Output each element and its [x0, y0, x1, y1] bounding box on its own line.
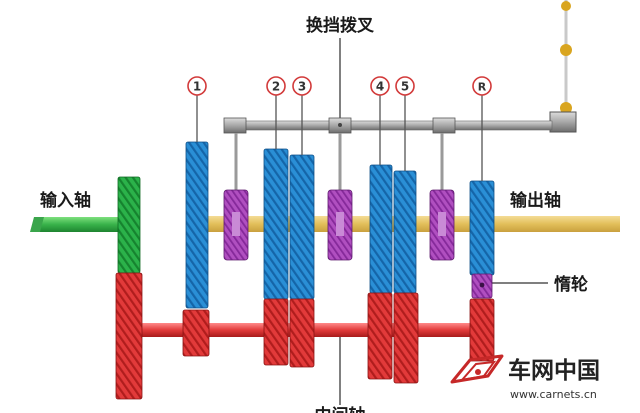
carnets-logo-icon	[450, 354, 504, 384]
gear-badge-3: 3	[292, 76, 312, 155]
gear-1-output	[185, 141, 209, 309]
label-output-shaft: 输出轴	[510, 190, 561, 211]
idler-pin	[479, 282, 485, 288]
gear-badge-1: 1	[187, 76, 207, 142]
input-shaft	[34, 217, 130, 232]
synchronizer-hub	[232, 212, 240, 236]
fork-block	[432, 117, 456, 134]
watermark-url: www.carnets.cn	[510, 388, 597, 401]
gear-badge-5: 5	[395, 76, 415, 171]
gear-r-output	[469, 180, 495, 276]
counter-drive-gear	[115, 272, 143, 400]
gear-r-counter	[469, 298, 495, 362]
gear-1-counter	[182, 309, 210, 357]
gear-4-output	[369, 164, 393, 294]
gear-number: R	[478, 81, 487, 94]
input-drive-gear	[117, 176, 141, 274]
gear-2-output	[263, 148, 289, 300]
gear-badge-4: 4	[370, 76, 390, 165]
shift-lever-joint	[560, 102, 572, 114]
fork-block	[223, 117, 247, 134]
gear-3-counter	[289, 298, 315, 368]
shift-lever-joint	[561, 1, 571, 11]
gear-number: 5	[401, 80, 409, 94]
gear-number: 4	[376, 80, 384, 94]
gear-badge-2: 2	[266, 76, 286, 149]
label-counter-shaft: 中间轴	[315, 405, 366, 413]
synchronizer-hub	[438, 212, 446, 236]
label-shift-fork: 换挡拨叉	[306, 15, 375, 36]
gear-4-counter	[367, 292, 393, 380]
label-idler: 惰轮	[554, 274, 588, 295]
gear-2-counter	[263, 298, 289, 366]
gear-3-output	[289, 154, 315, 300]
gear-5-output	[393, 170, 417, 294]
input-shaft-end	[30, 217, 44, 232]
watermark: 车网中国 www.carnets.cn	[450, 354, 600, 401]
label-input-shaft: 输入轴	[40, 190, 91, 211]
shift-lever-block	[549, 111, 577, 133]
gear-5-counter	[393, 292, 419, 384]
gear-number: 1	[193, 80, 201, 94]
gear-badge-r: R	[472, 76, 492, 181]
fork-pin	[338, 123, 342, 127]
gear-number: 2	[272, 80, 280, 94]
synchronizer-hub	[336, 212, 344, 236]
gear-number: 3	[298, 80, 306, 94]
shift-lever-joint	[560, 44, 572, 56]
watermark-brand: 车网中国	[508, 357, 600, 384]
